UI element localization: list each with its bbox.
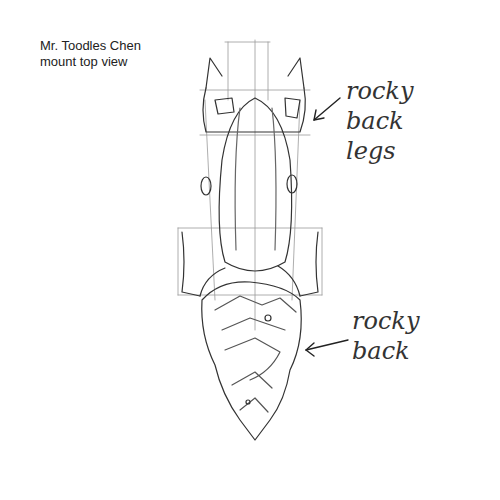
leader-arrow bbox=[306, 340, 348, 356]
rocky-plates bbox=[215, 98, 300, 118]
rock-dot bbox=[265, 315, 271, 321]
rocky-back bbox=[202, 282, 301, 440]
side-bump bbox=[287, 175, 297, 193]
hips bbox=[182, 232, 318, 296]
leader-arrow bbox=[314, 98, 340, 120]
hip-curves bbox=[200, 266, 300, 296]
rock-cracks bbox=[215, 296, 296, 412]
side-bump bbox=[201, 177, 211, 195]
ears bbox=[206, 58, 304, 88]
sketch-title: Mr. Toodles Chen mount top view bbox=[40, 38, 170, 70]
torso-detail bbox=[235, 108, 276, 250]
back-legs-block bbox=[203, 88, 305, 132]
callout-label: rocky back legs bbox=[346, 76, 426, 166]
construction-lines bbox=[178, 40, 322, 330]
callout-label: rocky back bbox=[352, 306, 432, 366]
torso bbox=[219, 98, 292, 271]
rock-dot bbox=[246, 400, 250, 404]
